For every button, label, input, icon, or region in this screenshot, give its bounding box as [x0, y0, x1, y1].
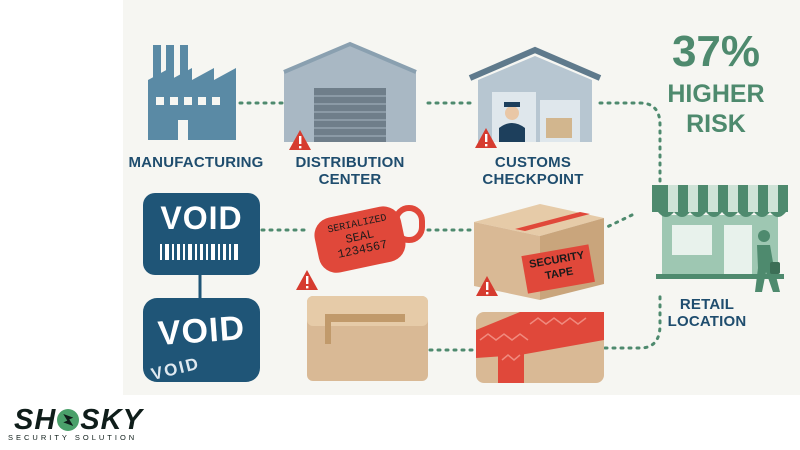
- label-customs-line-2: CHECKPOINT: [482, 171, 584, 188]
- factory-icon: [148, 45, 236, 140]
- connector-lines: [238, 101, 662, 352]
- barcode-icon: [160, 244, 238, 260]
- label-retail-line-1: RETAIL: [679, 296, 735, 313]
- shopper-icon: [755, 230, 780, 292]
- serialized-seal-icon: [314, 205, 425, 273]
- customs-booth-icon: [468, 46, 602, 142]
- brand-logo: SH SKY: [14, 404, 143, 437]
- brand-name-left: SH: [14, 404, 57, 436]
- label-distribution-center: DISTRIBUTION CENTER: [290, 154, 410, 188]
- label-manufacturing: MANUFACTURING: [128, 154, 264, 171]
- warning-icon-seal: [296, 270, 318, 290]
- tampered-tape-box-icon: [476, 312, 604, 383]
- stat-percent: 37%: [671, 27, 761, 76]
- label-retail-location: RETAIL LOCATION: [652, 296, 762, 330]
- stat-line-2: RISK: [686, 110, 746, 138]
- taped-box-icon: [474, 204, 604, 300]
- warning-icon-box: [476, 276, 498, 296]
- brand-tagline: SECURITY SOLUTION: [8, 433, 138, 442]
- label-retail-line-2: LOCATION: [667, 313, 747, 330]
- void-text-top: VOID: [160, 200, 243, 236]
- retail-store-icon: [652, 185, 788, 292]
- plain-box-icon: [307, 296, 428, 381]
- label-customs-line-1: CUSTOMS: [494, 154, 572, 171]
- label-customs-checkpoint: CUSTOMS CHECKPOINT: [468, 154, 598, 188]
- stat-line-1: HIGHER: [667, 80, 765, 108]
- brand-name-right: SKY: [80, 404, 143, 436]
- warning-icon-customs: [475, 128, 497, 148]
- label-distribution-line-1: DISTRIBUTION: [295, 154, 405, 171]
- void-label-tampered: [143, 298, 260, 382]
- warning-icon-distribution: [289, 130, 311, 150]
- warehouse-icon: [283, 41, 417, 142]
- label-distribution-line-2: CENTER: [318, 171, 382, 188]
- brand-o-icon: [57, 409, 80, 431]
- void-label-barcode: [143, 193, 260, 275]
